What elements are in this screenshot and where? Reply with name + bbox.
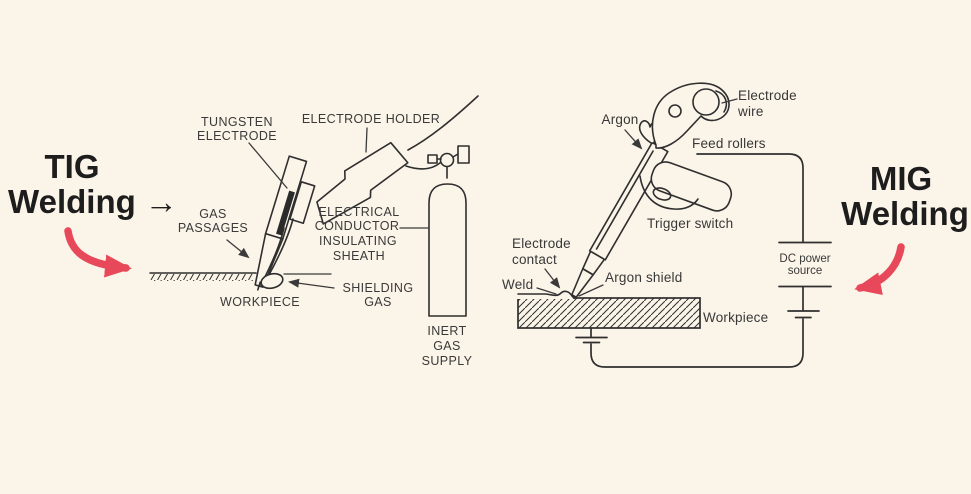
electrode-contact-label: Electrode bbox=[512, 236, 571, 251]
electrode-wire-label2: wire bbox=[737, 104, 764, 119]
dc-power-source-label2: source bbox=[788, 265, 823, 277]
shielding-gas-label: SHIELDING bbox=[343, 281, 414, 295]
trigger-switch-label: Trigger switch bbox=[647, 216, 733, 231]
tungsten-electrode-rod bbox=[276, 190, 295, 236]
tungsten-electrode-label2: ELECTRODE bbox=[197, 129, 277, 143]
insulating-sheath-label: ELECTRICAL bbox=[318, 205, 399, 219]
mig-title-line1: MIG bbox=[870, 160, 932, 197]
electrode-wire-spool bbox=[692, 88, 720, 116]
tig-electrode-holder bbox=[316, 141, 409, 225]
gas-passages-label2: PASSAGES bbox=[178, 221, 248, 235]
electrode-contact-label2: contact bbox=[512, 252, 557, 267]
circuit-wire-bottom bbox=[590, 318, 804, 368]
barrel-inner-line bbox=[595, 150, 654, 250]
electrode-contact-pointer bbox=[544, 268, 561, 289]
gas-cylinder bbox=[428, 183, 467, 317]
argon-shield-pointer bbox=[578, 284, 604, 297]
argon-label: Argon bbox=[601, 112, 638, 127]
tig-workpiece-hatching bbox=[150, 274, 254, 281]
mig-red-arrow bbox=[854, 243, 905, 295]
electrode-holder-pointer bbox=[365, 127, 368, 153]
weld-bead bbox=[517, 290, 575, 299]
argon-shield-label: Argon shield bbox=[605, 270, 682, 285]
weld-pointer bbox=[536, 287, 557, 295]
tig-electrode-tip bbox=[257, 281, 261, 291]
tig-diagram: TIG Welding → bbox=[8, 95, 479, 368]
weld-bead-mask bbox=[517, 291, 573, 299]
feed-roller-small bbox=[668, 104, 682, 118]
mig-circuit bbox=[575, 153, 832, 368]
regulator-gauge bbox=[457, 145, 470, 164]
trigger bbox=[652, 187, 672, 201]
regulator-link-right bbox=[452, 153, 459, 158]
tig-power-cable bbox=[407, 95, 479, 151]
insulating-sheath-label4: SHEATH bbox=[333, 249, 385, 263]
tig-torch-body bbox=[264, 155, 308, 240]
gas-regulator bbox=[427, 145, 470, 179]
tungsten-electrode-pointer bbox=[248, 142, 288, 189]
gun-handle bbox=[650, 161, 733, 212]
tig-workpiece-label: WORKPIECE bbox=[220, 295, 300, 309]
handle-body bbox=[650, 161, 733, 212]
inert-gas-supply-label: INERT bbox=[427, 324, 466, 338]
regulator-valve bbox=[439, 152, 455, 168]
tig-torch bbox=[254, 155, 316, 291]
insulating-sheath-label2: CONDUCTOR bbox=[315, 219, 400, 233]
wire-spool-arc bbox=[715, 90, 728, 113]
gas-passages-label: GAS bbox=[199, 207, 227, 221]
dc-power-source-label: DC power bbox=[779, 253, 830, 265]
weld-label: Weld bbox=[502, 277, 533, 292]
mig-workpiece bbox=[517, 297, 701, 329]
gas-passages-pointer bbox=[226, 239, 250, 259]
mig-title-line2: Welding bbox=[841, 195, 969, 232]
tig-title-line1: TIG bbox=[45, 148, 100, 185]
regulator-knob bbox=[427, 154, 438, 164]
tungsten-electrode-label: TUNGSTEN bbox=[201, 115, 273, 129]
circuit-wire-top bbox=[696, 153, 804, 243]
electrode-holder-label: ELECTRODE HOLDER bbox=[302, 112, 440, 126]
shielding-gas-puff bbox=[260, 272, 284, 290]
inert-gas-supply-label3: SUPPLY bbox=[422, 354, 473, 368]
trigger-guard bbox=[639, 175, 699, 210]
electrode-wire-pointer bbox=[721, 98, 738, 104]
shielding-gas-label2: GAS bbox=[364, 295, 392, 309]
barrel-tube bbox=[588, 141, 669, 261]
tig-title-line2: Welding → bbox=[8, 183, 178, 220]
mig-workpiece-label: Workpiece bbox=[703, 310, 768, 325]
electrode-wire-label: Electrode bbox=[738, 88, 797, 103]
mig-diagram: MIG Welding bbox=[502, 82, 969, 368]
tig-torch-collar bbox=[289, 181, 316, 225]
argon-pointer bbox=[624, 129, 643, 150]
electrode-holder-body bbox=[316, 141, 409, 225]
inert-gas-supply-label2: GAS bbox=[433, 339, 461, 353]
feed-rollers-label: Feed rollers bbox=[692, 136, 766, 151]
shielding-gas-pointer bbox=[288, 278, 335, 289]
tig-red-arrow bbox=[64, 227, 132, 278]
insulating-sheath-label3: INSULATING bbox=[319, 234, 397, 248]
